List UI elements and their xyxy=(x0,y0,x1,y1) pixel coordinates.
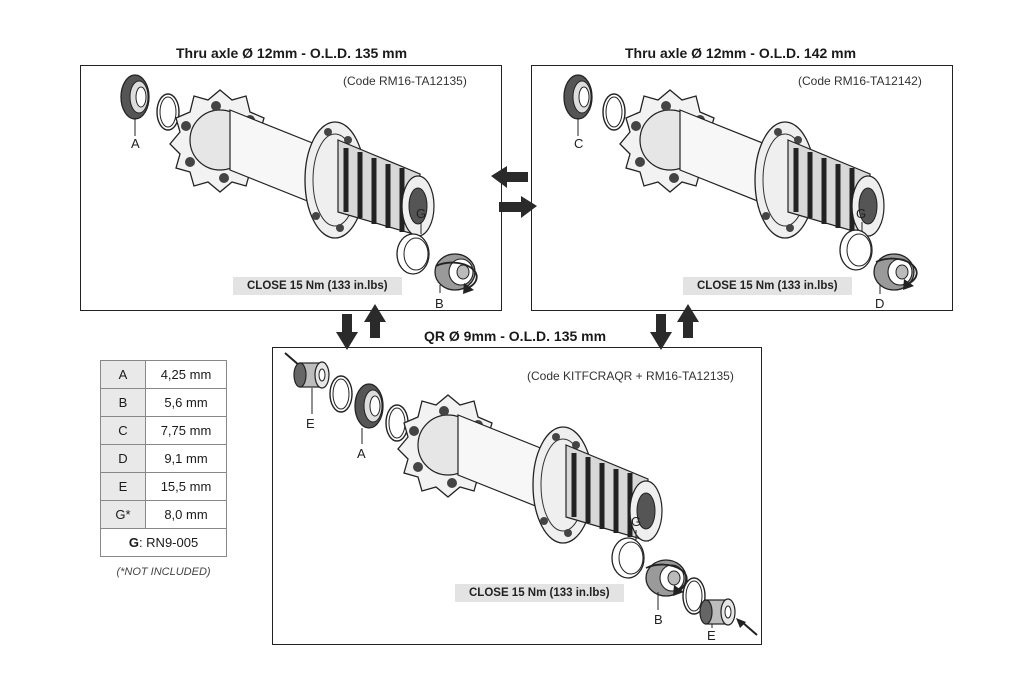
part-label-e: E xyxy=(707,628,716,643)
hub-icon xyxy=(620,90,884,238)
end-cap-icon xyxy=(354,383,384,429)
table-row: G* 8,0 mm xyxy=(100,500,227,529)
table-row: C 7,75 mm xyxy=(100,416,227,445)
table-value: 7,75 mm xyxy=(145,416,227,445)
part-label-g: G xyxy=(416,206,427,221)
o-ring-icon xyxy=(602,93,626,131)
torque-callout-thru-142: CLOSE 15 Nm (133 in.lbs) xyxy=(683,277,852,295)
end-cap-icon xyxy=(120,74,150,120)
ring-code: G: RN9-005 xyxy=(100,528,227,557)
table-footer-row: G: RN9-005 xyxy=(100,528,227,557)
code-label-thru-142: (Code RM16-TA12142) xyxy=(798,74,922,88)
table-key: A xyxy=(100,360,146,389)
o-ring-icon xyxy=(611,537,645,579)
table-key: B xyxy=(100,388,146,417)
not-included-note: (*NOT INCLUDED) xyxy=(116,566,211,578)
table-value: 5,6 mm xyxy=(145,388,227,417)
table-row: E 15,5 mm xyxy=(100,472,227,501)
ring-code-value: : RN9-005 xyxy=(138,535,199,550)
part-label-a: A xyxy=(357,446,366,461)
hub-icon xyxy=(398,395,662,543)
hub-icon xyxy=(170,90,434,238)
o-ring-icon xyxy=(396,233,430,275)
o-ring-icon xyxy=(329,375,353,413)
table-value: 8,0 mm xyxy=(145,500,227,529)
swap-arrow-icon xyxy=(650,304,699,350)
part-label-d: D xyxy=(875,296,885,311)
table-value: 4,25 mm xyxy=(145,360,227,389)
o-ring-icon xyxy=(156,93,180,131)
part-label-b: B xyxy=(654,612,663,627)
table-key: D xyxy=(100,444,146,473)
panel-title-thru-135: Thru axle Ø 12mm - O.L.D. 135 mm xyxy=(176,45,408,61)
table-value: 15,5 mm xyxy=(145,472,227,501)
part-label-g: G xyxy=(856,206,867,221)
end-cap-icon xyxy=(293,361,330,389)
table-row: D 9,1 mm xyxy=(100,444,227,473)
end-cap-icon xyxy=(434,253,476,291)
table-key: G* xyxy=(100,500,146,529)
panel-title-qr-135: QR Ø 9mm - O.L.D. 135 mm xyxy=(424,328,607,344)
table-value: 9,1 mm xyxy=(145,444,227,473)
swap-arrow-icon xyxy=(491,166,537,218)
panel-title-thru-142: Thru axle Ø 12mm - O.L.D. 142 mm xyxy=(625,45,857,61)
swap-arrow-icon xyxy=(336,304,386,350)
end-cap-icon xyxy=(563,74,593,120)
part-label-e: E xyxy=(306,416,315,431)
code-label-thru-135: (Code RM16-TA12135) xyxy=(343,74,467,88)
part-label-b: B xyxy=(435,296,444,311)
part-label-a: A xyxy=(131,136,140,151)
spacer-size-table: A 4,25 mm B 5,6 mm C 7,75 mm D 9,1 mm E … xyxy=(100,360,227,557)
table-key: E xyxy=(100,472,146,501)
part-label-c: C xyxy=(574,136,584,151)
table-row: B 5,6 mm xyxy=(100,388,227,417)
table-row: A 4,25 mm xyxy=(100,360,227,389)
part-label-g: G xyxy=(631,514,642,529)
torque-callout-qr-135: CLOSE 15 Nm (133 in.lbs) xyxy=(455,584,624,602)
torque-callout-thru-135: CLOSE 15 Nm (133 in.lbs) xyxy=(233,277,402,295)
table-key: C xyxy=(100,416,146,445)
o-ring-icon xyxy=(839,229,873,271)
ring-code-key: G xyxy=(128,535,139,550)
end-cap-icon xyxy=(699,598,736,626)
code-label-qr-135: (Code KITFCRAQR + RM16-TA12135) xyxy=(527,369,734,383)
